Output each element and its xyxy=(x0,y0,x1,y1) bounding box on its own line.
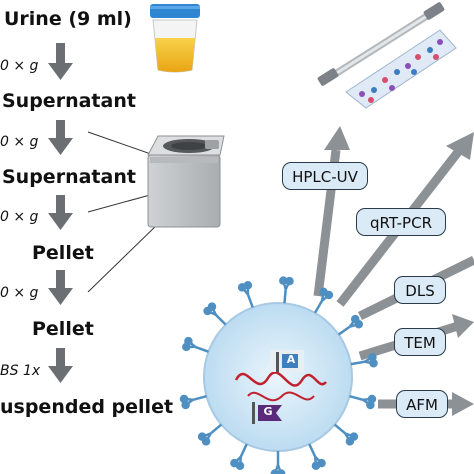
ligand-tip xyxy=(324,290,334,300)
method-tem: TEM xyxy=(394,328,446,356)
method-dls: DLS xyxy=(394,276,446,304)
ligand-stem xyxy=(194,345,209,353)
ligand-tip xyxy=(230,458,239,468)
ligand-tip xyxy=(197,432,207,441)
condition-2: 0 × g xyxy=(0,134,39,150)
ligand-stem xyxy=(337,325,351,336)
arrow-hplc xyxy=(313,126,350,297)
ligand-tip xyxy=(354,319,364,329)
step-pellet-1: Pellet xyxy=(32,242,94,264)
centrifuge-icon xyxy=(147,135,225,228)
condition-5: BS 1x xyxy=(0,363,41,379)
surface-ligands xyxy=(179,276,378,474)
down-arrow-1 xyxy=(48,43,73,80)
rna-strand-2 xyxy=(247,391,315,402)
ligand-tip xyxy=(311,461,321,470)
method-hplc-uv: HPLC-UV xyxy=(282,162,368,190)
ligand-stem xyxy=(283,289,287,304)
ligand-tip xyxy=(285,276,294,286)
down-arrow-2 xyxy=(48,120,73,155)
step-supernatant-1: Supernatant xyxy=(2,90,136,112)
hplc-column-icon xyxy=(317,2,457,109)
ligand-tip xyxy=(179,394,189,404)
condition-4: 0 × g xyxy=(0,285,39,301)
ligand-tip xyxy=(366,400,375,410)
ligand-stem xyxy=(209,423,223,435)
condition-1: 0 × g xyxy=(0,58,39,74)
rna-strand xyxy=(234,371,327,387)
step-pellet-2: Pellet xyxy=(32,318,94,340)
badge-g: G xyxy=(263,405,273,418)
step-urine: Urine (9 ml) xyxy=(4,8,132,30)
ligand-stem xyxy=(239,443,248,458)
ligand-tip xyxy=(207,302,217,311)
ligand-stem xyxy=(308,443,317,458)
down-arrow-3 xyxy=(48,195,73,230)
ligand-stem xyxy=(349,394,364,401)
ligand-stem xyxy=(214,313,227,326)
badge-a: A xyxy=(286,353,296,366)
ligand-tip xyxy=(184,336,193,346)
condition-3: 0 × g xyxy=(0,209,39,225)
method-afm: AFM xyxy=(396,390,448,418)
vesicle-particle xyxy=(179,276,378,474)
ligand-stem xyxy=(333,423,347,435)
ligand-tip xyxy=(345,437,355,446)
ligand-stem xyxy=(313,300,324,314)
ligand-tip xyxy=(270,469,280,474)
method-qrt-pcr: qRT-PCR xyxy=(356,208,446,236)
ligand-stem xyxy=(350,360,365,366)
step-resuspended-pellet: uspended pellet xyxy=(0,396,174,418)
ligand-stem xyxy=(246,293,254,308)
down-arrow-4 xyxy=(48,270,73,305)
protein-g-icon xyxy=(252,402,282,424)
protein-a-icon xyxy=(270,350,304,372)
ligand-stem xyxy=(192,394,207,401)
ligand-tip xyxy=(369,359,378,368)
ligand-tip xyxy=(243,281,253,290)
step-supernatant-2: Supernatant xyxy=(2,166,136,188)
down-arrow-5 xyxy=(48,348,73,383)
urine-cup-icon xyxy=(150,4,200,73)
